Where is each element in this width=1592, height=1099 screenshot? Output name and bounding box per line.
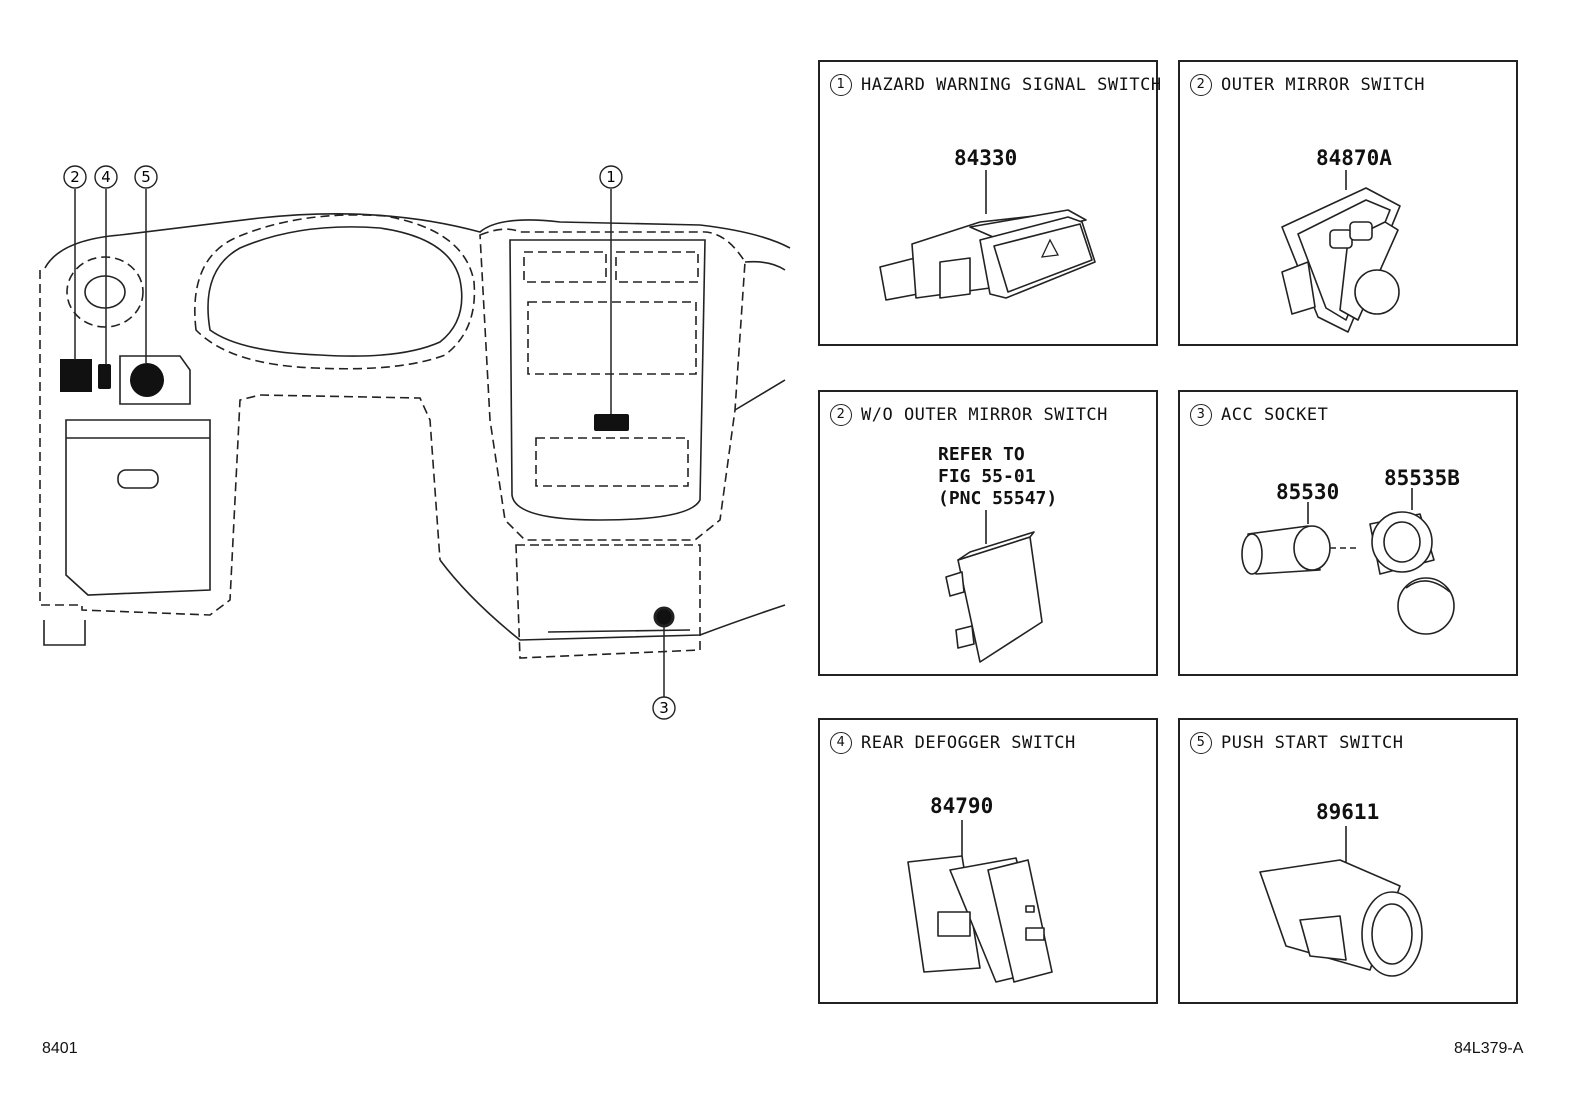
dash-top-outline xyxy=(44,212,791,269)
panel-number: 3 xyxy=(1190,404,1212,426)
panel-title-text: HAZARD WARNING SIGNAL SWITCH xyxy=(861,75,1162,95)
part-number-cap: 85535B xyxy=(1384,466,1460,490)
panel-push-start-switch: 5 PUSH START SWITCH 89611 xyxy=(1178,718,1518,1004)
acc-socket-illustration xyxy=(1241,488,1455,635)
callout-4: 4 xyxy=(101,168,111,186)
panel-title: 1 HAZARD WARNING SIGNAL SWITCH xyxy=(830,74,1162,96)
dashboard-overview: 2 4 5 1 3 xyxy=(39,165,791,720)
callout-1: 1 xyxy=(606,168,616,186)
panel-title: 2 OUTER MIRROR SWITCH xyxy=(1190,74,1425,96)
push-start-switch-marker xyxy=(130,363,164,397)
panel-title: 3 ACC SOCKET xyxy=(1190,404,1328,426)
panel-hazard-switch: 1 HAZARD WARNING SIGNAL SWITCH 84330 xyxy=(818,60,1161,346)
part-number-socket: 85530 xyxy=(1276,480,1340,504)
panel-outer-mirror-switch: 2 OUTER MIRROR SWITCH 84870A xyxy=(1178,60,1518,346)
panel-without-outer-mirror-switch: 2 W/O OUTER MIRROR SWITCH REFER TO FIG 5… xyxy=(818,390,1158,676)
part-number: 89611 xyxy=(1316,800,1380,824)
lower-console xyxy=(515,544,701,659)
mirror-switch-illustration xyxy=(1281,170,1401,333)
refer-note: REFER TO FIG 55-01 (PNC 55547) xyxy=(938,444,1058,509)
steering-hub xyxy=(66,256,144,328)
callout-3: 3 xyxy=(659,699,669,717)
panel-number: 2 xyxy=(1190,74,1212,96)
stack-slot-2 xyxy=(615,251,699,283)
panel-rear-defogger-switch: 4 REAR DEFOGGER SWITCH 84790 xyxy=(818,718,1158,1004)
stack-slot-4 xyxy=(535,437,689,487)
switch-bezel xyxy=(119,355,191,405)
figure-number-right: 84L379-A xyxy=(1454,1040,1524,1057)
panel-title-text: W/O OUTER MIRROR SWITCH xyxy=(861,405,1108,425)
panel-title: 5 PUSH START SWITCH xyxy=(1190,732,1404,754)
hazard-switch-marker xyxy=(594,414,629,431)
callout-2: 2 xyxy=(70,168,80,186)
stack-slot-1 xyxy=(523,251,607,283)
panel-title-text: ACC SOCKET xyxy=(1221,405,1329,425)
center-stack xyxy=(479,228,746,541)
defogger-switch-illustration xyxy=(907,820,1053,983)
stack-slot-3 xyxy=(527,301,697,375)
panel-number: 5 xyxy=(1190,732,1212,754)
instrument-cluster xyxy=(207,226,463,357)
callout-5: 5 xyxy=(141,168,151,186)
hazard-triangle-icon xyxy=(1040,238,1060,258)
panel-title: 4 REAR DEFOGGER SWITCH xyxy=(830,732,1076,754)
panel-number: 4 xyxy=(830,732,852,754)
panel-title-text: OUTER MIRROR SWITCH xyxy=(1221,75,1425,95)
panel-number: 2 xyxy=(830,404,852,426)
part-number: 84330 xyxy=(954,146,1018,170)
push-start-switch-illustration xyxy=(1259,826,1423,977)
figure-number-left: 8401 xyxy=(42,1040,78,1057)
lower-left-panel xyxy=(65,419,211,596)
part-number: 84790 xyxy=(930,794,994,818)
panel-number: 1 xyxy=(830,74,852,96)
cluster-dashed-rim xyxy=(194,214,476,370)
part-number: 84870A xyxy=(1316,146,1392,170)
hazard-switch-illustration xyxy=(879,170,1096,301)
panel-title-text: PUSH START SWITCH xyxy=(1221,733,1404,753)
left-bezel xyxy=(39,270,441,616)
panel-title-text: REAR DEFOGGER SWITCH xyxy=(861,733,1076,753)
blank-cover-illustration xyxy=(945,510,1043,663)
acc-socket-marker xyxy=(653,606,675,628)
panel-acc-socket: 3 ACC SOCKET 85530 85535B xyxy=(1178,390,1518,676)
rear-defogger-switch-marker xyxy=(98,364,111,389)
panel-title: 2 W/O OUTER MIRROR SWITCH xyxy=(830,404,1108,426)
outer-mirror-switch-marker xyxy=(60,359,92,392)
